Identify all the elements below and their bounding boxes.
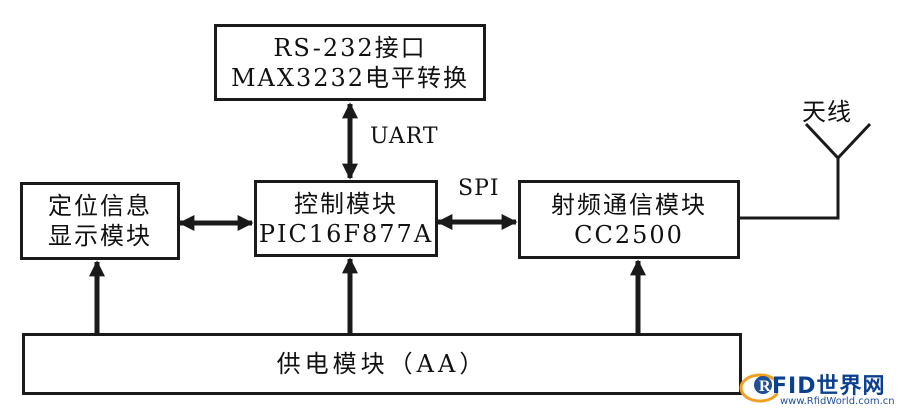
rs232-block: RS-232接口 MAX3232电平转换 bbox=[214, 24, 486, 101]
control-title: 控制模块 bbox=[294, 189, 398, 218]
antenna-label: 天线 bbox=[802, 98, 852, 126]
rf-title: 射频通信模块 bbox=[551, 190, 707, 219]
rf-subtitle: CC2500 bbox=[574, 220, 684, 249]
watermark-logo: R FID世界网 www.RfidWorld.com.cn bbox=[738, 366, 898, 412]
svg-text:R: R bbox=[759, 378, 771, 395]
antenna-feed-wire bbox=[740, 158, 840, 220]
display-title: 定位信息 bbox=[48, 192, 152, 220]
spi-label: SPI bbox=[458, 176, 500, 201]
display-block: 定位信息 显示模块 bbox=[20, 182, 180, 260]
rs232-subtitle: MAX3232电平转换 bbox=[230, 63, 470, 92]
display-subtitle: 显示模块 bbox=[48, 222, 152, 250]
antenna-icon bbox=[804, 122, 872, 160]
power-label: 供电模块（AA） bbox=[276, 350, 488, 378]
rf-block: 射频通信模块 CC2500 bbox=[518, 180, 740, 259]
control-block: 控制模块 PIC16F877A bbox=[254, 180, 438, 257]
watermark-brand: FID世界网 bbox=[772, 374, 886, 399]
rs232-title: RS-232接口 bbox=[273, 33, 427, 62]
control-subtitle: PIC16F877A bbox=[258, 219, 434, 248]
watermark-url: www.RfidWorld.com.cn bbox=[780, 396, 895, 407]
uart-label: UART bbox=[370, 124, 439, 149]
rfid-globe-icon: R bbox=[739, 373, 778, 403]
power-block: 供电模块（AA） bbox=[22, 333, 742, 395]
